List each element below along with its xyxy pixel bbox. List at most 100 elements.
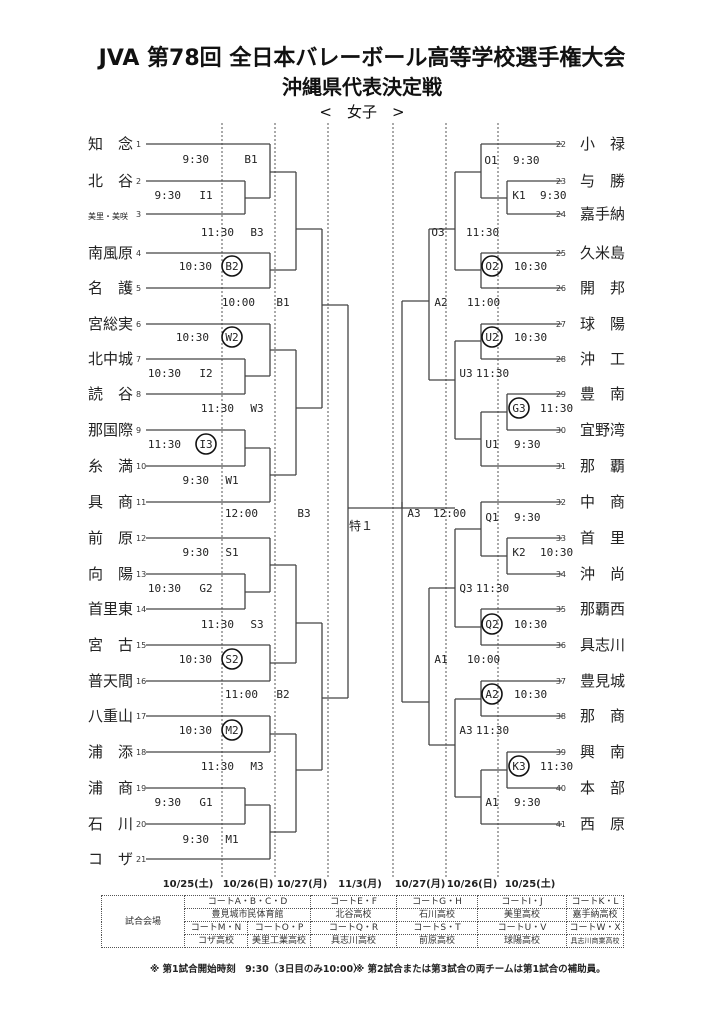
team-name: 那 覇 bbox=[580, 457, 625, 475]
team-name: 八重山 bbox=[88, 707, 133, 725]
match-court: S3 bbox=[250, 618, 263, 631]
seed-number: 3 bbox=[136, 210, 141, 219]
seed-number: 9 bbox=[136, 426, 141, 435]
match-court: G2 bbox=[199, 582, 212, 595]
venue-place: 球陽高校 bbox=[477, 934, 567, 948]
team-name: 与 勝 bbox=[580, 172, 625, 190]
venue-table: 試合会場 コートA・B・C・D コートE・F コートG・H コートI・J コート… bbox=[101, 895, 624, 948]
venue-place: 石川高校 bbox=[396, 908, 478, 922]
team-name: 石 川 bbox=[88, 815, 133, 833]
team-name: 北 谷 bbox=[88, 172, 133, 190]
match-time: 11:30 bbox=[148, 438, 181, 451]
page-title: JVA 第78回 全日本バレーボール高等学校選手権大会 bbox=[98, 46, 626, 71]
circle-mark bbox=[481, 613, 503, 635]
date-label: 10/26(日) bbox=[223, 878, 274, 890]
team-name: 南風原 bbox=[88, 244, 133, 262]
seed-number: 13 bbox=[136, 570, 146, 579]
circle-mark bbox=[195, 433, 217, 455]
seed-number: 2 bbox=[136, 177, 141, 186]
seed-number: 19 bbox=[136, 784, 146, 793]
circle-mark bbox=[481, 255, 503, 277]
match-time: 9:30 bbox=[513, 154, 540, 167]
match-court: I1 bbox=[199, 189, 212, 202]
seed-number: 5 bbox=[136, 284, 141, 293]
team-name: 那国際 bbox=[88, 421, 133, 439]
venue-court: コートO・P bbox=[247, 921, 311, 935]
match-court: I2 bbox=[199, 367, 212, 380]
match-time: 11:00 bbox=[225, 688, 258, 701]
venue-court: コートQ・R bbox=[310, 921, 397, 935]
circle-mark bbox=[481, 683, 503, 705]
venue-label: 試合会場 bbox=[101, 895, 185, 948]
venue-place: 豊見城市民体育館 bbox=[184, 908, 311, 922]
venue-court: コートS・T bbox=[396, 921, 478, 935]
match-court: G3 bbox=[512, 402, 525, 415]
team-name: 宜野湾 bbox=[580, 421, 625, 439]
circle-mark bbox=[221, 255, 243, 277]
venue-place: 美里高校 bbox=[477, 908, 567, 922]
match-court: U3 bbox=[459, 367, 472, 380]
seed-number: 10 bbox=[136, 462, 146, 471]
match-court: A1 bbox=[485, 796, 498, 809]
match-court: Q2 bbox=[485, 618, 498, 631]
match-court: K2 bbox=[512, 546, 525, 559]
team-name: 嘉手納 bbox=[580, 205, 625, 223]
venue-court: コートI・J bbox=[477, 895, 567, 909]
match-time: 11:30 bbox=[540, 402, 573, 415]
match-court: W1 bbox=[225, 474, 238, 487]
seed-number: 18 bbox=[136, 748, 146, 757]
match-time: 10:00 bbox=[467, 653, 500, 666]
seed-number: 7 bbox=[136, 355, 141, 364]
final-match-label: 特１ bbox=[349, 518, 373, 533]
seed-number: 11 bbox=[136, 498, 146, 507]
match-time: 10:30 bbox=[148, 367, 181, 380]
match-time: 11:30 bbox=[466, 226, 499, 239]
venue-court: コートW・X bbox=[566, 921, 624, 935]
match-time: 9:30 bbox=[155, 796, 182, 809]
match-court: S2 bbox=[225, 653, 238, 666]
match-court: I3 bbox=[199, 438, 212, 451]
team-name: 中 商 bbox=[580, 493, 625, 511]
match-time: 12:00 bbox=[433, 507, 466, 520]
match-time: 10:30 bbox=[514, 688, 547, 701]
match-time: 10:30 bbox=[176, 331, 209, 344]
team-name: コ ザ bbox=[88, 850, 133, 868]
match-time: 11:30 bbox=[540, 760, 573, 773]
team-name: 西 原 bbox=[580, 815, 625, 833]
match-court: B1 bbox=[244, 153, 257, 166]
match-court: U1 bbox=[485, 438, 498, 451]
match-time: 9:30 bbox=[514, 438, 541, 451]
match-time: 9:30 bbox=[155, 189, 182, 202]
date-label: 11/3(月) bbox=[338, 878, 382, 890]
match-time: 9:30 bbox=[514, 796, 541, 809]
match-court: K1 bbox=[512, 189, 525, 202]
seed-number: 12 bbox=[136, 534, 146, 543]
match-court: A1 bbox=[434, 653, 447, 666]
team-name: 浦 添 bbox=[88, 743, 133, 761]
match-court: O1 bbox=[484, 154, 497, 167]
match-time: 10:30 bbox=[179, 724, 212, 737]
match-time: 9:30 bbox=[183, 474, 210, 487]
match-time: 11:30 bbox=[201, 618, 234, 631]
venue-court: コートU・V bbox=[477, 921, 567, 935]
team-name: 沖 尚 bbox=[580, 565, 625, 583]
match-court: B3 bbox=[297, 507, 310, 520]
match-court: B2 bbox=[276, 688, 289, 701]
team-name: 糸 満 bbox=[88, 457, 133, 475]
match-time: 11:30 bbox=[201, 226, 234, 239]
match-time: 9:30 bbox=[183, 546, 210, 559]
venue-court: コートA・B・C・D bbox=[184, 895, 311, 909]
circle-mark bbox=[221, 719, 243, 741]
team-name: 那覇西 bbox=[580, 600, 625, 618]
team-name: 北中城 bbox=[88, 350, 133, 368]
venue-place: 具志川商業高校 bbox=[566, 934, 624, 948]
venue-place: 美里工業高校 bbox=[247, 934, 311, 948]
match-time: 9:30 bbox=[183, 153, 210, 166]
seed-number: 6 bbox=[136, 320, 141, 329]
match-time: 10:00 bbox=[222, 296, 255, 309]
venue-court: コートK・L bbox=[566, 895, 624, 909]
team-name: 前 原 bbox=[88, 529, 133, 547]
match-court: M2 bbox=[225, 724, 238, 737]
seed-number: 21 bbox=[136, 855, 146, 864]
seed-number: 17 bbox=[136, 712, 146, 721]
